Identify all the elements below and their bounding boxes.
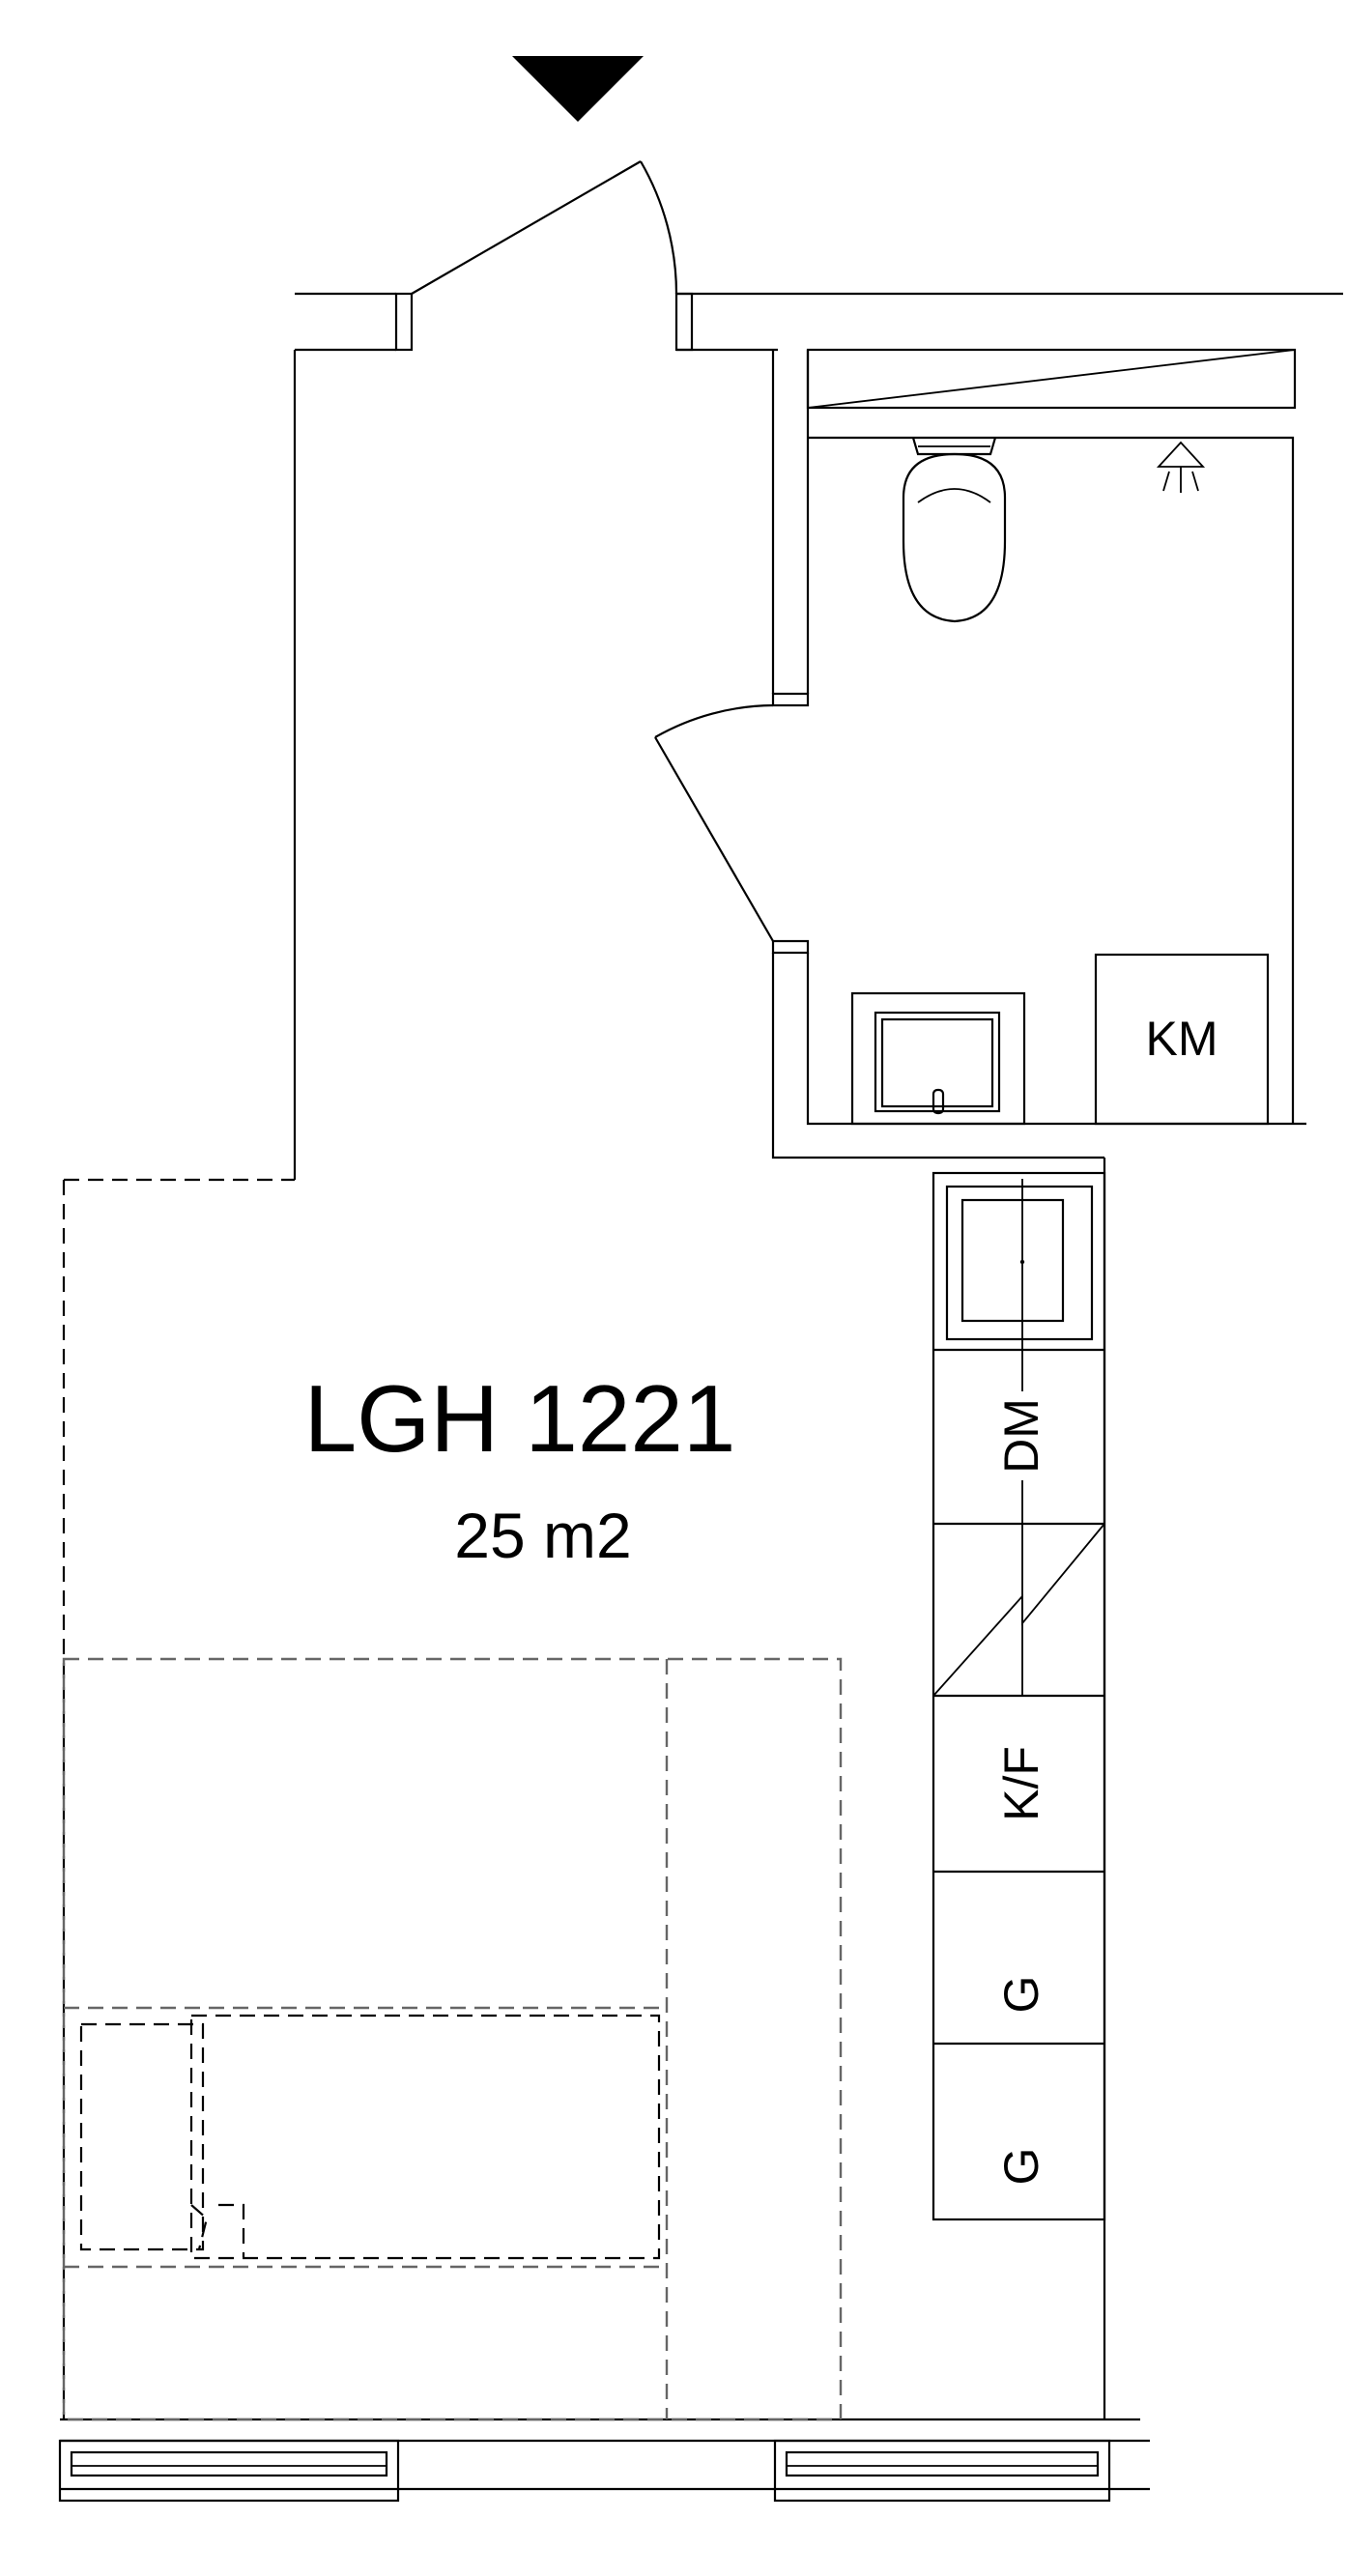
cabinet-1-label: G — [994, 1976, 1048, 2014]
cabinet-1: G — [994, 1976, 1048, 2014]
cabinet-2-label: G — [994, 2148, 1048, 2186]
washing-machine-label: KM — [1146, 1012, 1218, 1066]
apartment-area: 25 m2 — [454, 1500, 631, 1571]
fridge-freezer: K/F — [994, 1746, 1048, 1821]
entrance-door[interactable] — [411, 160, 678, 295]
facade-wall — [60, 2439, 1150, 2491]
kitchen-counter — [931, 1171, 1106, 2221]
desk-chair-outline — [79, 2014, 661, 2260]
fridge-freezer-label: K/F — [994, 1746, 1048, 1821]
dishwasher: DM — [994, 1398, 1048, 1474]
furniture-zone — [62, 1657, 843, 2421]
bathroom-door[interactable] — [654, 703, 774, 942]
cabinet-2: G — [994, 2148, 1048, 2186]
stove-symbol-icon — [932, 1523, 1105, 1697]
bathroom-shelf — [806, 348, 1297, 410]
window-right — [773, 2439, 1111, 2503]
dishwasher-label: DM — [994, 1398, 1048, 1474]
corridor-wall — [295, 292, 1343, 352]
window-left — [58, 2439, 400, 2503]
ceiling-light-icon — [1156, 441, 1206, 493]
apartment-name: LGH 1221 — [304, 1365, 736, 1472]
washing-machine: KM — [1094, 953, 1270, 1126]
wash-basin-icon — [850, 991, 1026, 1126]
toilet-icon — [902, 437, 1007, 623]
bathroom-walls — [771, 350, 1306, 1159]
kitchen-sink-icon — [945, 1185, 1094, 1341]
entrance-marker-icon — [512, 56, 644, 122]
